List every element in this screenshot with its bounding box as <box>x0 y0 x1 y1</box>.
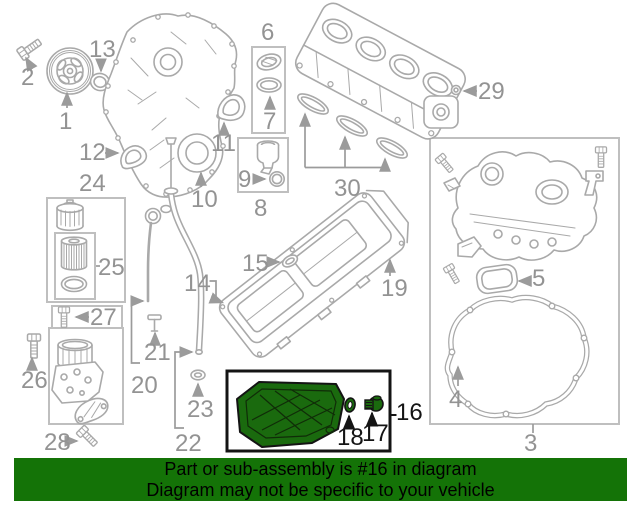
part-label-14[interactable]: 14 <box>184 270 211 297</box>
intake-gaskets-art <box>297 93 408 159</box>
highlight-info-banner: Part or sub-assembly is #16 in diagram D… <box>14 458 627 501</box>
part-label-15[interactable]: 15 <box>242 250 269 277</box>
part-label-6[interactable]: 6 <box>261 19 275 46</box>
part-label-20[interactable]: 20 <box>131 372 158 399</box>
part-label-24[interactable]: 24 <box>79 170 106 197</box>
part-label-19[interactable]: 19 <box>381 275 408 302</box>
oil-filter-housing-art <box>51 338 109 425</box>
part-label-22[interactable]: 22 <box>175 430 202 457</box>
manifold-mount-ear-art <box>450 84 462 96</box>
timing-cover-art <box>102 12 238 214</box>
cam-sensor-art <box>584 170 604 196</box>
part-label-8[interactable]: 8 <box>254 195 268 222</box>
part-label-5[interactable]: 5 <box>532 265 546 292</box>
part-label-18[interactable]: 18 <box>337 424 364 451</box>
drain-plug-art <box>364 395 384 412</box>
throttle-flange-art <box>423 95 459 129</box>
part-label-27[interactable]: 27 <box>90 304 117 331</box>
upper-oil-pan-art <box>218 189 409 358</box>
drain-plug-washer-art <box>344 397 356 413</box>
oil-pan-highlighted-art <box>236 381 345 448</box>
part-label-4[interactable]: 4 <box>449 386 463 413</box>
filter-element-art <box>60 236 88 293</box>
bracket-clip-art <box>443 177 461 192</box>
oil-filter-cap-art <box>56 199 84 232</box>
part-label-12[interactable]: 12 <box>79 139 106 166</box>
crankshaft-bolt-art <box>15 35 45 62</box>
bolt-26-art <box>26 333 42 359</box>
part-label-21[interactable]: 21 <box>144 339 171 366</box>
part-label-26[interactable]: 26 <box>21 367 48 394</box>
part-label-11[interactable]: 11 <box>211 130 236 157</box>
wedge-part-art <box>457 236 482 258</box>
intake-manifold-art <box>294 2 466 140</box>
part-label-3[interactable]: 3 <box>524 430 538 457</box>
part-label-28[interactable]: 28 <box>44 429 71 456</box>
gasket-5-art <box>475 263 519 295</box>
gasket-11-art <box>217 93 246 122</box>
tube-grommet-art <box>190 369 206 381</box>
oil-filler-cap-art <box>256 53 282 93</box>
part-label-10[interactable]: 10 <box>191 186 218 213</box>
seal-15-art <box>281 254 299 268</box>
part-label-2[interactable]: 2 <box>21 64 35 91</box>
part-label-1[interactable]: 1 <box>59 108 73 135</box>
banner-line-1: Part or sub-assembly is #16 in diagram <box>164 459 477 479</box>
callout-arrows <box>25 56 534 447</box>
gasket-12-art <box>120 145 148 170</box>
part-label-25[interactable]: 25 <box>98 254 125 281</box>
part-label-13[interactable]: 13 <box>89 36 116 63</box>
banner-line-2: Diagram may not be specific to your vehi… <box>146 480 495 500</box>
crankshaft-pulley-art <box>46 47 94 95</box>
part-label-29[interactable]: 29 <box>478 78 505 105</box>
dipstick-tube-art <box>163 137 205 355</box>
valve-cover-art <box>451 151 598 261</box>
filler-neck-art <box>256 140 285 188</box>
highlighted-part-box[interactable] <box>225 369 397 453</box>
dipstick-art <box>144 207 162 303</box>
bolt-28-art <box>75 424 101 450</box>
part-label-23[interactable]: 23 <box>187 396 214 423</box>
part-label-30[interactable]: 30 <box>334 175 361 202</box>
part-label-9[interactable]: 9 <box>238 166 252 193</box>
retainer-pin-art <box>147 314 162 332</box>
valve-cover-gasket-art <box>444 294 590 419</box>
part-label-17[interactable]: 17 <box>362 420 389 447</box>
part-label-16[interactable]: 16 <box>396 399 423 426</box>
part-label-7[interactable]: 7 <box>263 108 277 135</box>
